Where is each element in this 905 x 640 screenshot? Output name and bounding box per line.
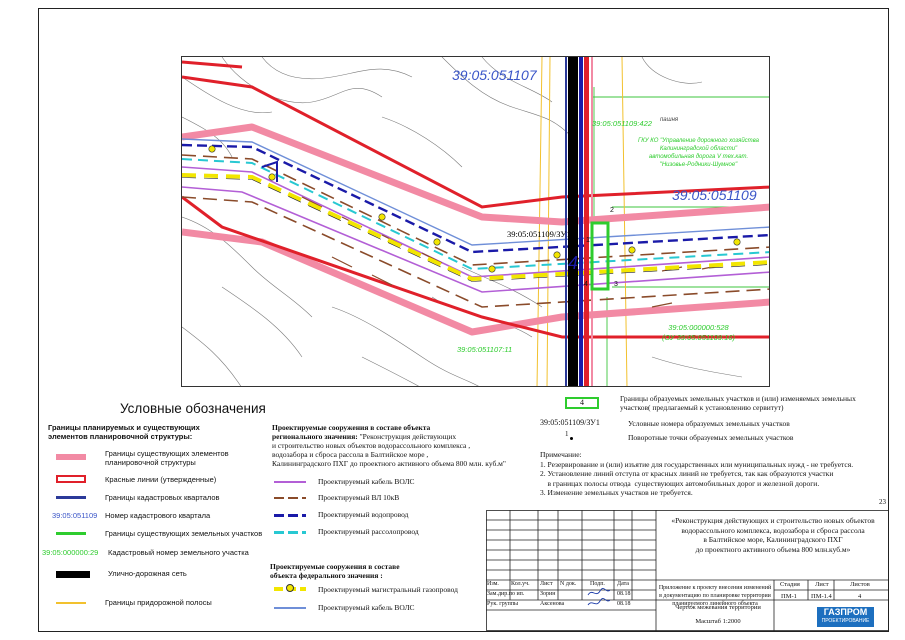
water-pipeline: [182, 143, 769, 254]
cadastral-map: 39:05:051107 39:05:051109 39:05:051109:4…: [181, 56, 770, 387]
list-value: ПМ-1.4: [811, 593, 832, 600]
relief-lines: [182, 57, 743, 386]
point-label-1: 1: [586, 237, 590, 244]
zu-boundary: [590, 221, 610, 291]
gas-markers: [208, 145, 741, 273]
pashnya-label: пашня: [660, 117, 679, 123]
parcel-label-bottom-left: 39:05:051107:11: [457, 345, 513, 354]
fiber-line: [182, 166, 769, 293]
gas-marker-icon: [286, 584, 294, 592]
legend-red-lines: Красные линии (утвержденные): [105, 475, 217, 484]
stage-header: Стадия: [780, 581, 800, 588]
signature-scribbles: [587, 588, 611, 606]
legend-turn-points: Поворотные точки образуемых земельных уч…: [628, 433, 794, 442]
hdr-list: Лист: [540, 581, 553, 587]
swatch-kv-boundary: [56, 496, 86, 499]
swatch-road-network: [56, 571, 90, 578]
legend-kv-boundary: Границы кадастровых кварталов: [105, 493, 220, 502]
hdr-podp: Подп.: [590, 581, 605, 587]
row1-role: Зам.дир.по ип.: [487, 591, 525, 597]
lists-header: Листов: [850, 581, 870, 588]
legend-point-number: 1: [565, 430, 569, 438]
drawing-name: Чертеж межевания территории: [675, 604, 761, 611]
brine-pipeline: [182, 158, 769, 271]
gas-pipeline: [182, 173, 769, 282]
hdr-date: Дата: [617, 581, 629, 587]
point-label-2: 2: [610, 207, 614, 214]
swatch-planning-boundary: [56, 454, 86, 460]
legend-parcel-number: Кадастровый номер земельного участка: [108, 548, 249, 557]
regional-header: Проектируемые сооружения в составе объек…: [272, 423, 506, 468]
legend-brine: Проектируемый рассолопровод: [318, 527, 419, 536]
federal-fiber: [182, 138, 769, 246]
legend-road-network: Улично-дорожная сеть: [108, 569, 187, 578]
row2-role: Рук. группы: [487, 601, 519, 607]
legend-new-parcels: Границы образуемых земельных участков и …: [620, 394, 856, 412]
hdr-izm: Изм.: [487, 581, 499, 587]
legend-zu-code: 39:05:051109/ЗУ1: [540, 418, 600, 427]
legend-power-line: Проектируемый ВЛ 10кВ: [318, 493, 400, 502]
legend-planning-boundary: Границы существующих элементов планирово…: [105, 449, 229, 467]
swatch-brine: [274, 531, 306, 534]
notes: Примечание: 1. Резервирование и (или) из…: [540, 450, 854, 497]
legend-fiber: Проектируемый кабель ВОЛС: [318, 477, 415, 486]
zu-number-label: 4: [568, 253, 579, 273]
red-lines: [182, 60, 769, 339]
doc-title: Приложение к проекту внесения изменений …: [658, 585, 772, 607]
title-block: 23 «Реконструкция действующих и строител…: [486, 498, 889, 631]
turn-point-icon: [570, 437, 573, 440]
map-drawing: [182, 57, 769, 386]
gazprom-logo: ГАЗПРОМ ПРОЕКТИРОВАНИЕ: [817, 607, 874, 627]
sheet-frame: [38, 8, 889, 632]
legend-roadside-strip: Границы придорожной полосы: [105, 598, 212, 607]
project-title: «Реконструкция действующих и строительст…: [671, 516, 875, 554]
row2-name: Аксенова: [540, 601, 565, 607]
swatch-federal-fiber: [274, 607, 306, 609]
power-line: [182, 154, 769, 308]
kv-label-right: 39:05:051109: [672, 187, 757, 203]
row1-name: Зорин: [540, 591, 556, 597]
parcel-label-top: 39:05:051109:422: [592, 119, 652, 128]
swatch-fiber: [274, 481, 306, 483]
hdr-doc: N док.: [560, 581, 577, 587]
row1-date: 08.18: [617, 591, 631, 597]
road-network: [565, 57, 593, 386]
sheet-number: 23: [879, 498, 886, 506]
legend-federal-fiber: Проектируемый кабель ВОЛС: [318, 603, 415, 612]
hdr-kol: Кол.уч.: [511, 581, 530, 587]
kv-label-top: 39:05:051107: [452, 67, 537, 83]
legend-gas: Проектируемый магистральный газопровод: [318, 585, 458, 594]
road-owner-label: ГКУ КО "Управление дорожного хозяйства К…: [638, 138, 759, 168]
list-header: Лист: [815, 581, 829, 588]
swatch-red-lines: [56, 475, 86, 483]
point-label-4: 4: [584, 281, 588, 288]
legend-zu-number-desc: Условные номера образуемых земельных уча…: [628, 419, 790, 428]
swatch-roadside-strip: [56, 602, 86, 604]
legend-zu-box: 4: [565, 397, 599, 409]
boundaries-header: Границы планируемых и существующих элеме…: [48, 423, 200, 441]
legend-water: Проектируемый водопровод: [318, 510, 409, 519]
legend-parcel-sample: 39:05:000000:29: [42, 548, 99, 557]
legend-title: Условные обозначения: [120, 401, 266, 416]
parcel-label-bottom: 39:05:000000:528 (ОУ 39:05:051109:16): [662, 323, 735, 342]
stage-value: ПМ-1: [781, 593, 797, 600]
drawing-scale: Масштаб 1:2000: [695, 618, 741, 625]
legend-parcel-boundary: Границы существующих земельных участков: [105, 529, 263, 538]
federal-header: Проектируемые сооружения в составе объек…: [270, 562, 400, 580]
swatch-parcel-boundary: [56, 532, 86, 535]
row2-date: 08.18: [617, 601, 631, 607]
swatch-water: [274, 514, 306, 517]
legend-kv-sample: 39:05:051109: [52, 511, 98, 520]
swatch-power-line: [274, 497, 306, 499]
lists-value: 4: [858, 593, 862, 600]
planning-boundary: [182, 123, 769, 336]
legend-kv-number: Номер кадастрового квартала: [105, 511, 211, 520]
point-label-3: 3: [614, 281, 618, 288]
zu-code-label: 39:05:051109/ЗУ1: [507, 229, 571, 239]
